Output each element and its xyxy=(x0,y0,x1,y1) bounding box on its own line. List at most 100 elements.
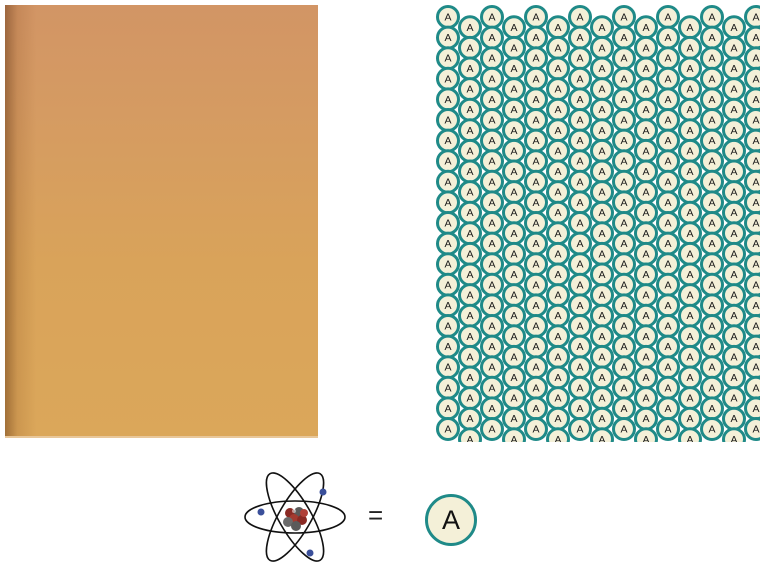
lattice-atom-label: A xyxy=(642,290,649,302)
electron-orbit xyxy=(265,472,325,562)
lattice-atom-label: A xyxy=(752,424,759,436)
lattice-atom-circle xyxy=(502,427,526,442)
lattice-atom-label: A xyxy=(664,73,671,85)
lattice-atom: A xyxy=(678,283,702,308)
lattice-atom: A xyxy=(546,406,570,431)
lattice-atom-label: A xyxy=(730,310,737,322)
lattice-atom: A xyxy=(590,97,614,122)
lattice-atom: A xyxy=(590,15,614,40)
lattice-atom: A xyxy=(744,272,760,297)
lattice-atom: A xyxy=(634,283,658,308)
lattice-atom-label: A xyxy=(554,413,561,425)
nucleus xyxy=(283,507,308,531)
lattice-atom-label: A xyxy=(686,290,693,302)
lattice-atom-label: A xyxy=(620,279,627,291)
lattice-atom: A xyxy=(480,314,504,338)
lattice-atom: A xyxy=(458,324,482,349)
lattice-atom-label: A xyxy=(730,413,737,425)
lattice-atom-label: A xyxy=(488,321,495,333)
lattice-atom-label: A xyxy=(532,341,539,353)
lattice-atom-label: A xyxy=(598,372,605,384)
lattice-atom: A xyxy=(722,200,746,225)
lattice-atom-label: A xyxy=(466,63,473,75)
lattice-atom-circle xyxy=(678,427,702,442)
lattice-atom: A xyxy=(722,283,746,308)
lattice-atom: A xyxy=(568,231,592,256)
lattice-atom: A xyxy=(480,252,504,277)
lattice-atom: A xyxy=(568,334,592,359)
lattice-atom: A xyxy=(480,46,504,71)
lattice-atom-label: A xyxy=(686,145,693,157)
lattice-atom: A xyxy=(722,138,746,163)
lattice-atom: A xyxy=(656,334,680,359)
lattice-atom: A xyxy=(656,128,680,153)
lattice-atom: A xyxy=(744,293,760,318)
lattice-atom-label: A xyxy=(598,269,605,281)
lattice-atom: A xyxy=(656,272,680,297)
lattice-atom-label: A xyxy=(752,115,759,127)
lattice-atom: A xyxy=(590,56,614,81)
lattice-atom-label: A xyxy=(466,84,473,96)
lattice-atom: A xyxy=(568,87,592,112)
lattice-atom-label: A xyxy=(554,187,561,199)
lattice-atom-label: A xyxy=(598,351,605,363)
lattice-atom: A xyxy=(590,118,614,143)
lattice-atom: A xyxy=(436,108,460,132)
lattice-atom: A xyxy=(568,293,592,318)
lattice-atom: A xyxy=(656,66,680,91)
lattice-atom: A xyxy=(480,417,504,441)
lattice-atom: A xyxy=(700,190,724,215)
lattice-atom: A xyxy=(634,118,658,143)
lattice-atom-label: A xyxy=(664,197,671,209)
lattice-atom-label: A xyxy=(554,310,561,322)
lattice-atom: A xyxy=(700,149,724,174)
electron-orbit xyxy=(265,472,325,562)
lattice-atom: A xyxy=(502,344,526,369)
lattice-atom-label: A xyxy=(444,279,451,291)
lattice-atom: A xyxy=(722,35,746,60)
lattice-atom: A xyxy=(436,375,460,400)
lattice-atom: A xyxy=(524,375,548,400)
lattice-atom: A xyxy=(502,200,526,225)
lattice-atom: A xyxy=(656,314,680,338)
lattice-atom-label: A xyxy=(708,300,715,312)
lattice-atom: A xyxy=(700,46,724,71)
lattice-atom: A xyxy=(590,138,614,163)
lattice-atom-label: A xyxy=(708,176,715,188)
lattice-atom: A xyxy=(436,272,460,297)
lattice-atom-label: A xyxy=(488,156,495,168)
lattice-atom: A xyxy=(502,303,526,328)
lattice-atom: A xyxy=(700,87,724,112)
lattice-atom-circle xyxy=(700,417,724,441)
lattice-atom-circle xyxy=(744,417,760,441)
lattice-atom-label: A xyxy=(444,362,451,374)
lattice-atom-label: A xyxy=(510,290,517,302)
lattice-atom-label: A xyxy=(598,42,605,54)
lattice-atom: A xyxy=(480,190,504,215)
lattice-atom: A xyxy=(502,56,526,81)
lattice-atom-label: A xyxy=(554,84,561,96)
lattice-atom-label: A xyxy=(576,424,583,436)
lattice-atom: A xyxy=(546,138,570,163)
lattice-atom: A xyxy=(480,211,504,235)
lattice-atom: A xyxy=(612,272,636,297)
lattice-atom-label: A xyxy=(642,63,649,75)
lattice-atom-circle xyxy=(656,417,680,441)
lattice-atom: A xyxy=(634,241,658,266)
lattice-atom: A xyxy=(612,190,636,215)
lattice-atom: A xyxy=(502,324,526,349)
lattice-atom: A xyxy=(546,386,570,411)
lattice-atom-label: A xyxy=(642,166,649,178)
lattice-atom-label: A xyxy=(752,300,759,312)
lattice-atom: A xyxy=(480,128,504,153)
lattice-atom-label: A xyxy=(466,166,473,178)
lattice-atom: A xyxy=(612,128,636,153)
lattice-atom-label: A xyxy=(730,104,737,116)
lattice-atom: A xyxy=(458,386,482,411)
lattice-atom-label: A xyxy=(664,12,671,24)
lattice-atom: A xyxy=(744,128,760,153)
lattice-atom-label: A xyxy=(708,197,715,209)
lattice-atom: A xyxy=(502,241,526,266)
lattice-atom: A xyxy=(546,262,570,287)
